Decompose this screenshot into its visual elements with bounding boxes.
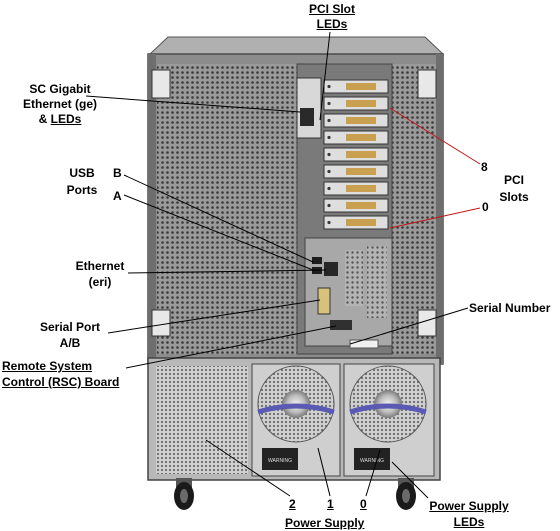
pci-slot-led [327,101,331,106]
left-rail [148,54,156,364]
pci-card-connector [346,117,376,124]
serial-port-connector [317,287,331,315]
pci-card-connector [346,219,376,226]
pci-slot-led [327,220,331,225]
serial-number-label-text: Serial Number [469,301,551,315]
leader-psu-2 [205,439,291,497]
leader-serial-port [107,299,321,334]
usb-port-b [312,257,322,264]
power-supply-label: Power Supply [285,516,365,530]
psu-0-warning-text: WARNING [360,458,384,464]
pci-card-connector [346,83,376,90]
pci-slots-label-line1: PCI [503,173,524,187]
ethernet-label-line1: Ethernet [75,259,125,273]
sc-gigabit-label-line3: & LEDs [10,112,110,126]
pci-slot-led [327,169,331,174]
rsc-label-line1: Remote System [2,359,93,373]
serial-port-label-line2: A/B [59,336,81,350]
pci-slot-led [327,135,331,140]
pci-card-connector [346,185,376,192]
pci-card-connector [346,202,376,209]
fan-guard-0 [349,403,427,415]
pci-card-connector [346,134,376,141]
caster-left [174,478,194,510]
leader-psu-leds [391,461,429,499]
psu-0-label [354,448,390,470]
leader-serial-number [349,307,469,345]
sc-gigabit-port [300,108,314,126]
leader-usb-a [123,194,314,271]
pci-card-connector [346,168,376,175]
pci-slot-leds-label-line1: PCI Slot [308,2,355,16]
psu-1-number: 1 [327,497,334,511]
left-latch-top [151,69,171,99]
left-vent-panel [157,64,297,354]
leader-psu-0 [365,449,381,497]
io-vent-strip-2 [345,250,363,306]
psu-leds-label-line2: LEDs [453,515,485,529]
leader-pci-8 [389,107,481,165]
usb-a-label: A [113,189,122,203]
pci-slot-led [327,152,331,157]
sc-gigabit-label-line1: SC Gigabit [29,82,91,96]
right-latch-top [417,69,437,99]
serial-number-label [349,339,379,349]
pci-slot-8-label: 8 [481,160,488,174]
serial-port-label-line1: Serial Port [39,320,101,334]
io-vent-strip [367,246,387,318]
usb-b-label: B [113,166,122,180]
left-latch-bottom [151,309,171,337]
pci-slot-led [327,203,331,208]
pci-card-connector [346,151,376,158]
psu-1-label [262,448,298,470]
pci-slots-label-line2: Slots [499,190,529,204]
psu-1-warning-text: WARNING [268,458,292,464]
pci-slot-led [327,84,331,89]
sc-gigabit-leds: LEDs [50,112,82,126]
leader-pci-0 [389,207,481,229]
sc-gigabit-amp: & [38,112,51,126]
pci-card-connector [346,100,376,107]
caster-right [396,478,416,510]
usb-ports-label-line1: USB [69,166,95,180]
ethernet-label-line2: (eri) [88,275,112,289]
psu-2-grille [156,366,248,474]
right-rail [436,54,443,364]
rsc-board-connector [330,320,352,330]
psu-leds-label-line1: Power Supply [429,499,509,513]
chassis-top [148,36,445,55]
pci-leader-lines [389,107,481,229]
pci-slot-leds-label-line2: LEDs [316,17,348,31]
leader-ethernet [127,269,327,274]
right-latch-bottom [417,309,437,337]
leader-sc-gigabit [85,95,301,113]
rsc-label-line2: Control (RSC) Board [2,375,120,389]
leader-usb-b [123,174,314,263]
pci-slot-led [327,118,331,123]
leader-pci-slot-leds [319,31,331,121]
psu-2-number: 2 [289,497,296,511]
right-vent-panel [392,64,436,354]
leader-lines [85,31,469,499]
usb-ports-label-line2: Ports [66,183,98,197]
fan-guard-1 [257,403,335,415]
pci-slot-led [327,186,331,191]
leader-psu-1 [317,447,331,497]
sc-gigabit-label-line2: Ethernet (ge) [22,97,97,111]
pci-slot-cards [323,79,389,230]
ethernet-port [324,262,338,276]
pci-slot-0-label: 0 [482,200,489,214]
psu-0-number: 0 [360,497,367,511]
power-supply-0: WARNING [343,363,435,477]
leader-rsc [125,325,337,369]
power-supply-1: WARNING [251,363,341,477]
